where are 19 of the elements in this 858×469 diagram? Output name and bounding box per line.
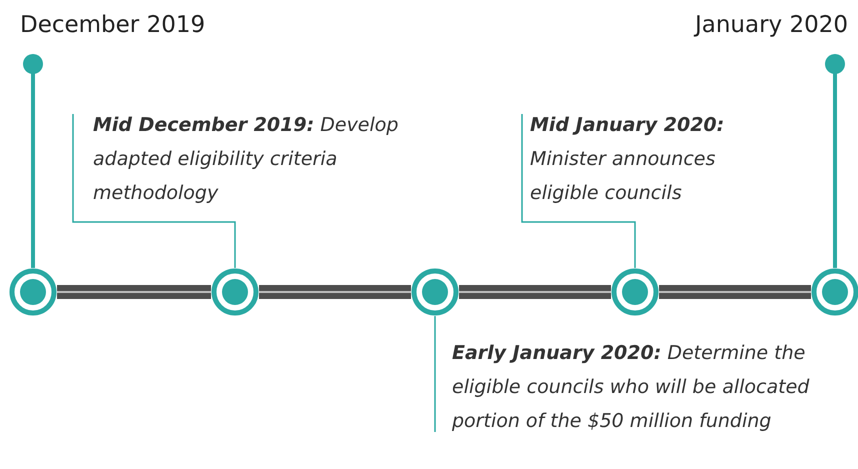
timeline-marker — [9, 268, 57, 316]
pin-line — [23, 54, 43, 268]
timeline-marker — [211, 268, 259, 316]
milestone-text: Mid January 2020: Minister announces eligible councils — [522, 108, 772, 210]
leader-line — [434, 316, 436, 432]
timeline-bar — [459, 285, 611, 299]
milestone-text: Mid December 2019: Develop adapted eligibility criteria methodology — [73, 108, 443, 210]
timeline-marker — [811, 268, 858, 316]
timeline-marker — [411, 268, 459, 316]
timeline-bar — [659, 285, 811, 299]
date-heading: December 2019 — [20, 8, 270, 42]
timeline-bar — [57, 285, 211, 299]
pin-line — [825, 54, 845, 268]
date-heading: January 2020 — [600, 8, 848, 42]
milestone-text: Early January 2020: Determine the eligible councils who will be allocated portion of the $50 million funding — [435, 336, 810, 438]
timeline-bar — [259, 285, 411, 299]
timeline-marker — [611, 268, 659, 316]
leader-line — [72, 114, 236, 268]
leader-line — [521, 114, 636, 268]
